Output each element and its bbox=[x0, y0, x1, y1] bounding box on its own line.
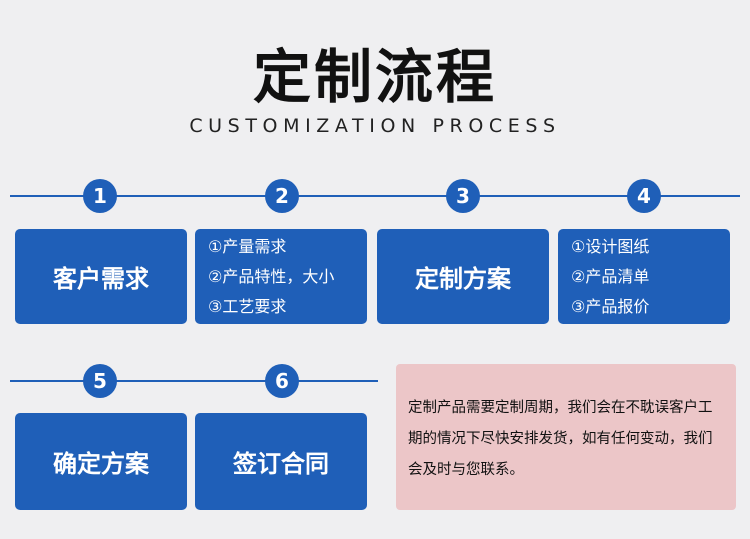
timeline-line-bottom bbox=[10, 380, 378, 382]
step-2-item: ②产品特性，大小 bbox=[208, 266, 335, 286]
step-4-item: ①设计图纸 bbox=[571, 236, 650, 256]
step-6-number: 6 bbox=[265, 364, 299, 398]
step-5-number: 5 bbox=[83, 364, 117, 398]
page-title: 定制流程 bbox=[252, 43, 497, 111]
note-box: 定制产品需要定制周期，我们会在不耽误客户工期的情况下尽快安排发货，如有任何变动，… bbox=[396, 364, 736, 510]
step-5-box: 确定方案 bbox=[15, 413, 187, 510]
step-4-box: ①设计图纸 ②产品清单 ③产品报价 bbox=[558, 229, 730, 324]
step-1-label: 客户需求 bbox=[53, 265, 149, 293]
page-subtitle: CUSTOMIZATION PROCESS bbox=[189, 115, 561, 137]
step-1-box: 客户需求 bbox=[15, 229, 187, 324]
step-4-item: ③产品报价 bbox=[571, 296, 650, 316]
timeline-line-top bbox=[10, 195, 740, 197]
step-6-box: 签订合同 bbox=[195, 413, 367, 510]
step-4-number: 4 bbox=[627, 179, 661, 213]
step-2-number: 2 bbox=[265, 179, 299, 213]
step-3-number: 3 bbox=[446, 179, 480, 213]
step-1-number: 1 bbox=[83, 179, 117, 213]
step-2-item: ③工艺要求 bbox=[208, 296, 287, 316]
step-5-label: 确定方案 bbox=[53, 450, 149, 478]
step-2-item: ①产量需求 bbox=[208, 236, 287, 256]
step-3-box: 定制方案 bbox=[377, 229, 549, 324]
note-text: 定制产品需要定制周期，我们会在不耽误客户工期的情况下尽快安排发货，如有任何变动，… bbox=[408, 400, 713, 478]
step-6-label: 签订合同 bbox=[233, 450, 329, 478]
step-2-box: ①产量需求 ②产品特性，大小 ③工艺要求 bbox=[195, 229, 367, 324]
step-3-label: 定制方案 bbox=[415, 265, 511, 293]
step-4-item: ②产品清单 bbox=[571, 266, 650, 286]
